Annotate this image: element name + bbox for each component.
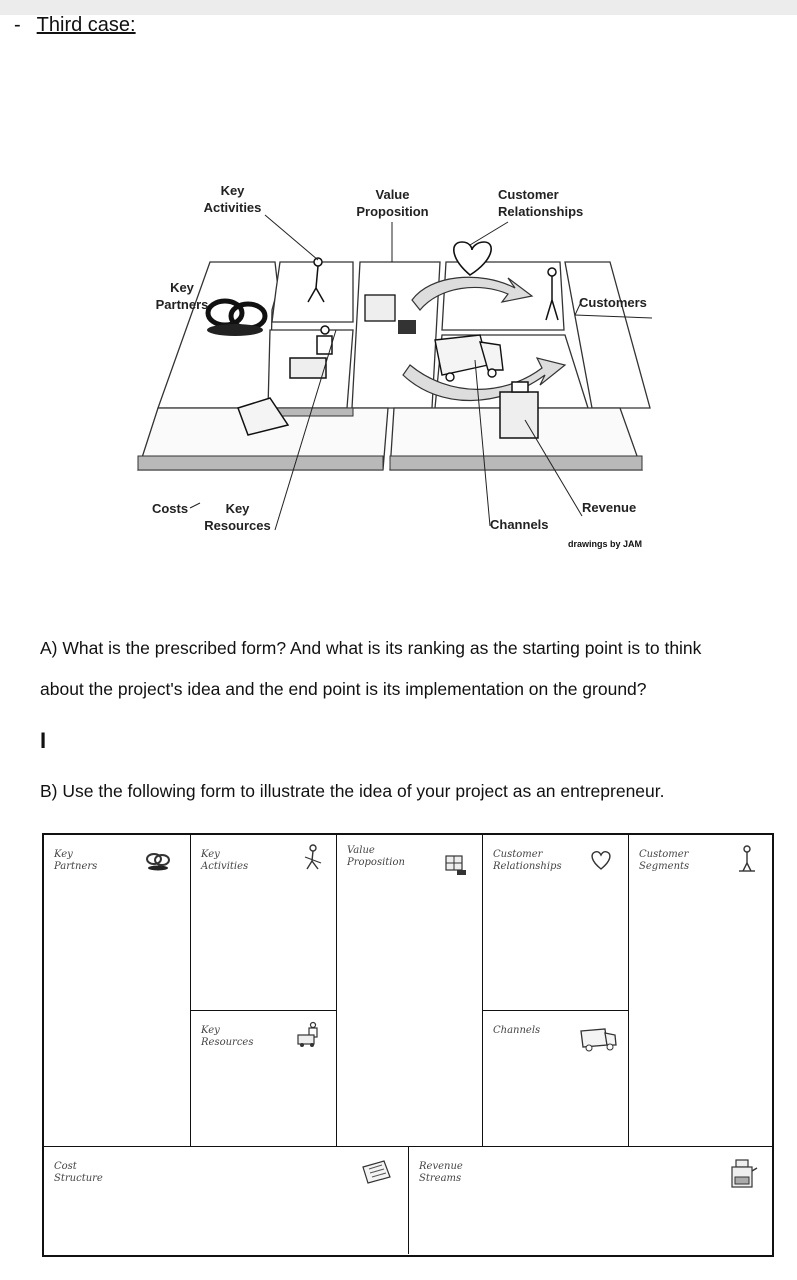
customer-segments-title: Customer Segments	[639, 849, 689, 873]
gift-icon	[441, 849, 469, 877]
label-key-partners: Key Partners	[134, 279, 230, 313]
rings-icon	[144, 846, 172, 874]
revenue-tile-edge	[390, 456, 642, 470]
cell-channels[interactable]: Channels	[483, 1011, 629, 1147]
list-bullet: -	[14, 14, 21, 36]
case-heading: -Third case:	[14, 14, 136, 37]
label-value-proposition: Value Proposition	[335, 186, 450, 220]
cell-value-proposition[interactable]: Value Proposition	[337, 835, 483, 1147]
label-customer-relationships: Customer Relationships	[498, 186, 628, 220]
value-proposition-title: Value Proposition	[347, 845, 405, 869]
cell-key-resources[interactable]: Key Resources	[191, 1011, 337, 1147]
text-cursor: I	[40, 728, 46, 754]
business-model-canvas: Key Partners Key Activities Value Propos…	[42, 833, 774, 1257]
receipt-icon	[360, 1157, 394, 1185]
question-b: B) Use the following form to illustrate …	[40, 781, 665, 802]
cell-revenue-streams[interactable]: Revenue Streams	[409, 1147, 772, 1254]
key-resources-title: Key Resources	[201, 1025, 253, 1049]
customer-relationships-title: Customer Relationships	[493, 849, 562, 873]
label-key-resources: Key Resources	[195, 500, 280, 534]
cell-cost-structure[interactable]: Cost Structure	[44, 1147, 409, 1254]
business-model-illustration: Key Activities Value Proposition Custome…	[120, 170, 680, 570]
key-activities-title: Key Activities	[201, 849, 248, 873]
cash-register-icon	[727, 1157, 759, 1191]
worker-icon	[299, 843, 327, 871]
cell-key-partners[interactable]: Key Partners	[44, 835, 191, 1147]
cost-structure-title: Cost Structure	[54, 1161, 103, 1185]
truck-icon	[579, 1025, 619, 1053]
revenue-streams-title: Revenue Streams	[419, 1161, 463, 1185]
label-revenue: Revenue	[582, 499, 652, 516]
person-icon	[733, 845, 761, 873]
label-customers: Customers	[579, 294, 669, 311]
gift-drawing	[365, 295, 395, 321]
top-bar	[0, 0, 797, 15]
label-channels: Channels	[490, 516, 560, 533]
label-costs: Costs	[140, 500, 200, 517]
case-title: Third case:	[37, 14, 136, 36]
cost-tile-edge	[138, 456, 383, 470]
drawing-credit: drawings by JAM	[568, 539, 642, 549]
heart-icon	[587, 845, 615, 873]
channels-title: Channels	[493, 1025, 540, 1037]
cell-customer-segments[interactable]: Customer Segments	[629, 835, 772, 1147]
key-partners-title: Key Partners	[54, 849, 97, 873]
cell-customer-relationships[interactable]: Customer Relationships	[483, 835, 629, 1011]
forklift-icon	[295, 1021, 323, 1049]
question-a-line2: about the project's idea and the end poi…	[40, 679, 647, 700]
label-key-activities: Key Activities	[180, 182, 285, 216]
question-a-line1: A) What is the prescribed form? And what…	[40, 638, 701, 659]
cell-key-activities[interactable]: Key Activities	[191, 835, 337, 1011]
